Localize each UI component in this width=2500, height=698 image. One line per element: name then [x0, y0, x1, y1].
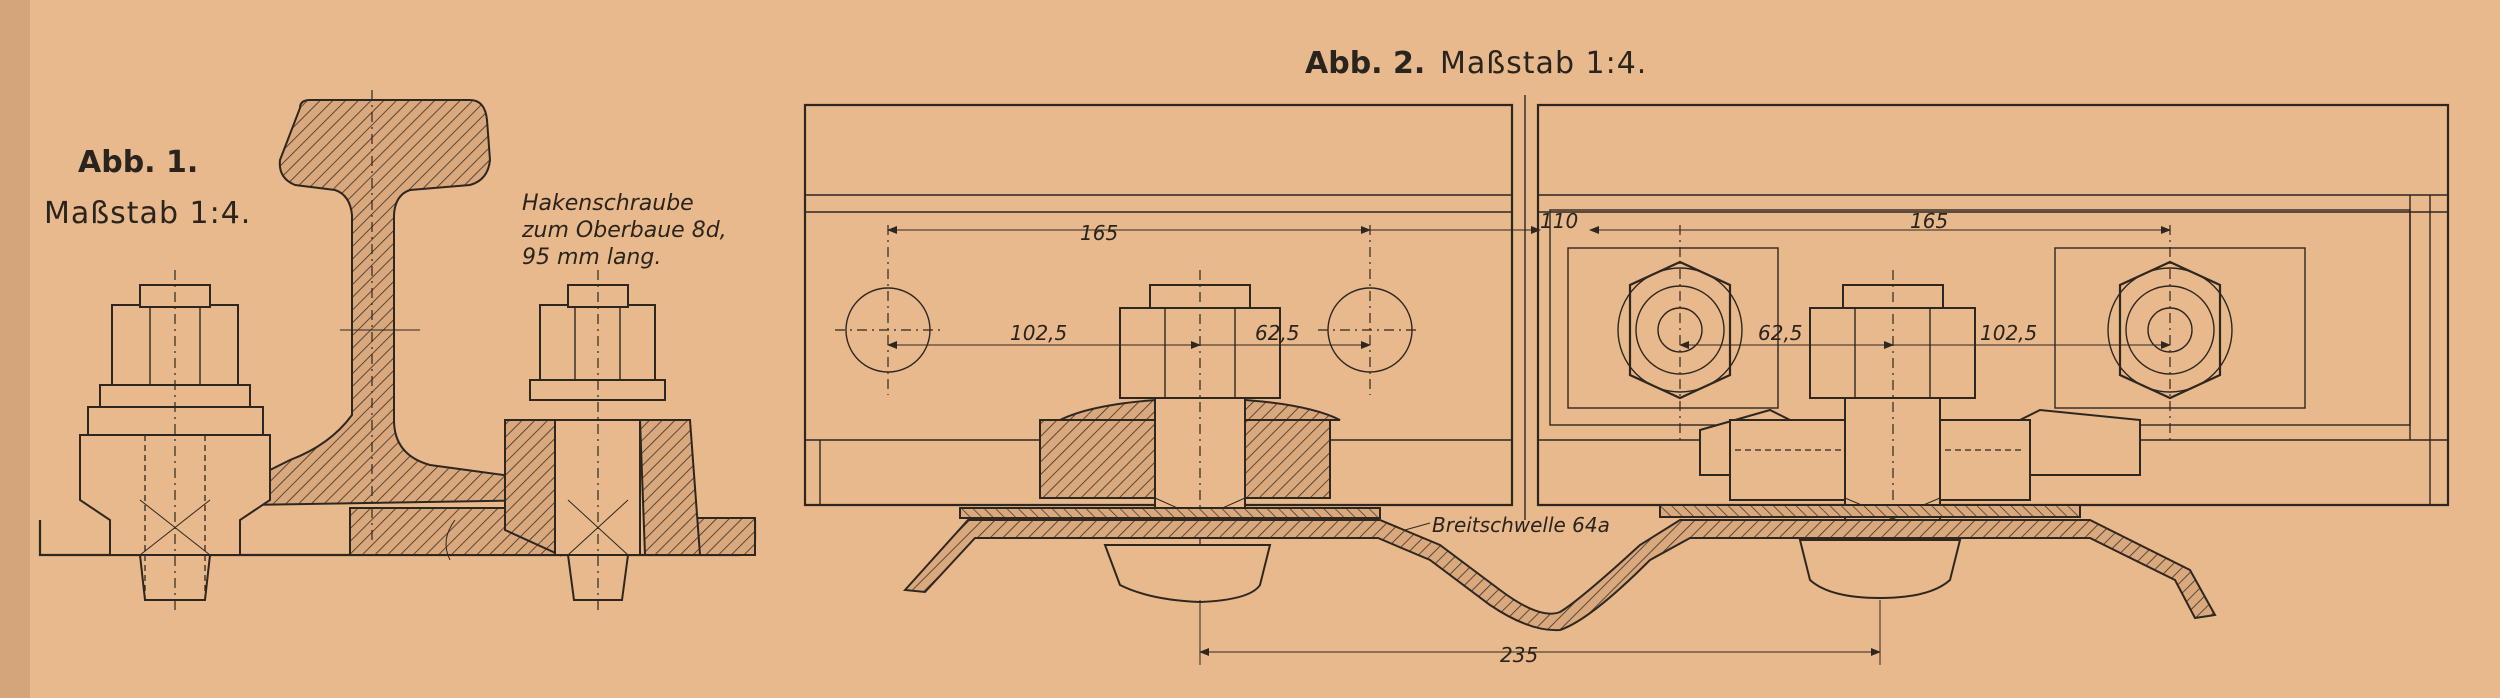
sleeper-label: Breitschwelle 64a — [1432, 513, 1610, 537]
figure-1-scale: Maßstab 1:4. — [44, 196, 251, 231]
dim-165-left: 165 — [1080, 221, 1118, 245]
fig1-right-clamp-left — [504, 419, 562, 557]
fig2-bottom-nut-b — [1798, 539, 1962, 600]
dim-62-5-left: 62,5 — [1255, 321, 1300, 345]
figure-2-title: Abb. 2. — [1305, 46, 1425, 81]
fig2-tie-plate-left — [959, 507, 1381, 519]
hook-bolt-note-line-3: 95 mm lang. — [522, 245, 661, 270]
fig1-hook-mark — [445, 519, 456, 561]
paper-edge — [0, 0, 30, 698]
dim-102-5-right: 102,5 — [1980, 321, 2037, 345]
figure-2: Abb. 2. Maßstab 1:4. — [803, 46, 2450, 667]
fig1-right-bolt-shank — [566, 554, 630, 601]
dim-165-right: 165 — [1910, 209, 1948, 233]
fig2-rail-left-outline — [803, 103, 1514, 507]
figure-1: Abb. 1. Maßstab 1:4. Hakenschraube zum O… — [38, 90, 757, 610]
hook-bolt-note-line-2: zum Oberbaue 8d, — [521, 218, 727, 243]
fig1-right-clamp-right — [638, 419, 702, 556]
fig1-sleeper-flange — [694, 517, 756, 556]
fig2-bottom-nut-a — [1103, 544, 1272, 604]
fig2-nut-right-2 — [2118, 260, 2222, 400]
fig1-rail-section — [228, 99, 553, 507]
fig1-right-bolt-body — [554, 419, 641, 556]
fig2-fishplate — [1549, 209, 2411, 426]
fig2-wide-sleeper-profile — [902, 519, 2217, 632]
hook-bolt-note-line-1: Hakenschraube — [522, 191, 694, 216]
fig2-nut-right-1 — [1628, 260, 1732, 400]
figure-1-title: Abb. 1. — [78, 145, 198, 180]
dim-110: 110 — [1540, 209, 1578, 233]
fig2-rail-right-outline — [1536, 103, 2450, 507]
figure-2-scale: Maßstab 1:4. — [1440, 46, 1647, 81]
dim-102-5-left: 102,5 — [1010, 321, 1067, 345]
fig2-bolt-recess-left — [1567, 247, 1779, 409]
fig2-tie-plate-right — [1659, 504, 2081, 518]
fig2-bolt-recess-right — [2054, 247, 2306, 409]
dim-235: 235 — [1500, 643, 1538, 667]
dim-62-5-right: 62,5 — [1758, 321, 1803, 345]
